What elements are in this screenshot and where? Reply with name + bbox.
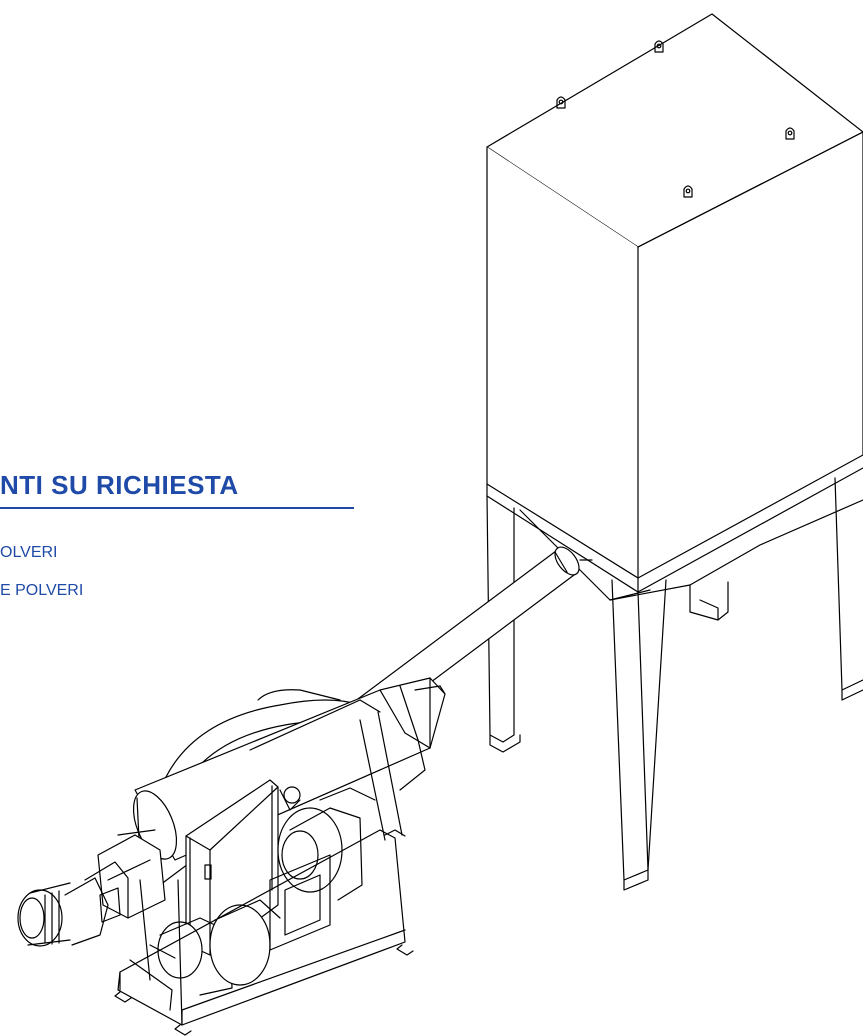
list-item: OLVERI (0, 544, 58, 561)
support-legs (487, 478, 863, 890)
lifting-lugs (557, 41, 794, 197)
drive-motor (18, 835, 165, 946)
heading-underline (0, 507, 354, 509)
section-heading: NTI SU RICHIESTA (0, 470, 239, 500)
list-item: E POLVERI (0, 582, 84, 599)
dust-collector (487, 14, 863, 890)
blower-units (158, 787, 375, 995)
base-frame (115, 700, 413, 1035)
